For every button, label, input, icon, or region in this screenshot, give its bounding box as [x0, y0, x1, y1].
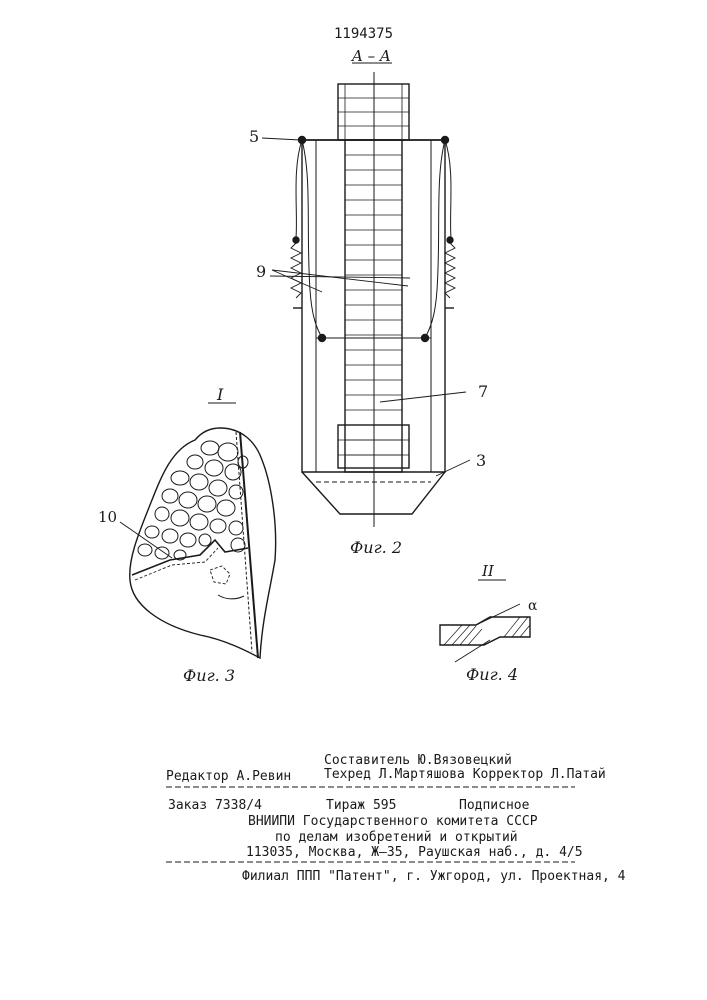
order-number: Заказ 7338/4 [168, 798, 262, 813]
callout-7: 7 [478, 382, 488, 401]
techred-corrector-line: Техред Л.Мартяшова Корректор Л.Патай [324, 767, 606, 782]
callout-5: 5 [249, 127, 259, 146]
angle-alpha-label: α [528, 598, 537, 614]
figure-4-drawing [440, 580, 530, 662]
callout-3: 3 [476, 451, 486, 470]
subscription-note: Подписное [459, 798, 529, 813]
figure-3-drawing [120, 403, 276, 658]
section-label-a-a: A – A [352, 47, 391, 65]
organization-line-1: ВНИИПИ Государственного комитета СССР [248, 814, 538, 829]
figure-2-drawing [262, 63, 470, 527]
branch-line: Филиал ППП "Патент", г. Ужгород, ул. Про… [242, 869, 626, 884]
figure-4-caption: Фиг. 4 [466, 665, 518, 684]
callout-10: 10 [98, 508, 117, 526]
detail-label-ii: II [482, 562, 494, 580]
organization-line-2: по делам изобретений и открытий [275, 830, 518, 845]
organization-address: 113035, Москва, Ж–35, Раушская наб., д. … [246, 845, 583, 860]
figure-2-caption: Фиг. 2 [350, 538, 402, 557]
detail-label-i: I [217, 385, 223, 404]
compiler-line: Составитель Ю.Вязовецкий [324, 753, 512, 768]
figure-3-caption: Фиг. 3 [183, 666, 235, 685]
editor-line: Редактор А.Ревин [166, 769, 291, 784]
callout-9: 9 [256, 262, 266, 281]
print-run: Тираж 595 [326, 798, 396, 813]
